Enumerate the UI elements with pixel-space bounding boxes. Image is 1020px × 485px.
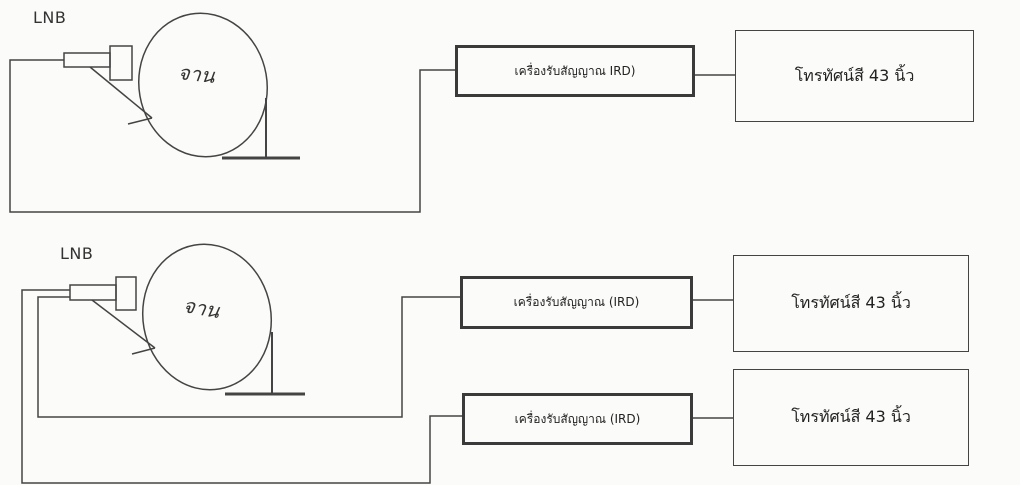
lnb-1-arm-end (127, 117, 153, 125)
receiver-box: เครื่องรับสัญญาณ IRD) (455, 45, 695, 97)
lnb-1-head (109, 45, 133, 81)
tv-box-1: โทรทัศน์สี 43 นิ้ว (733, 255, 969, 352)
receiver-label: เครื่องรับสัญญาณ IRD) (514, 63, 636, 78)
dish-label-2: จาน (181, 293, 222, 323)
lnb-1-arm (89, 66, 153, 119)
tv-label-2: โทรทัศน์สี 43 นิ้ว (791, 407, 911, 426)
lnb-label: LNB (33, 8, 67, 27)
dish-2 (141, 243, 273, 391)
receiver-box-2: เครื่องรับสัญญาณ (IRD) (462, 393, 693, 445)
receiver-box-1: เครื่องรับสัญญาณ (IRD) (460, 276, 693, 329)
lnb-2-arm-end (131, 347, 156, 355)
receiver-label-2: เครื่องรับสัญญาณ (IRD) (514, 411, 641, 426)
tv-box: โทรทัศน์สี 43 นิ้ว (735, 30, 974, 122)
tv-box-2: โทรทัศน์สี 43 นิ้ว (733, 369, 969, 466)
tv-label: โทรทัศน์สี 43 นิ้ว (794, 65, 915, 85)
lnb-1-body (63, 52, 111, 68)
lnb-2-body (69, 284, 117, 301)
cable-1 (9, 59, 455, 213)
dish-label: จาน (176, 60, 216, 88)
diagram-1-drawing (9, 12, 735, 213)
diagram-2-drawing (21, 243, 733, 484)
lnb-2-head (115, 276, 137, 311)
tv-label-1: โทรทัศน์สี 43 นิ้ว (791, 293, 911, 312)
dish-1 (137, 12, 269, 158)
lnb-label-2: LNB (60, 244, 94, 263)
cable-2a (37, 296, 460, 418)
cable-2b (21, 289, 462, 484)
lnb-2-arm (91, 299, 156, 349)
receiver-label-1: เครื่องรับสัญญาณ (IRD) (513, 295, 640, 309)
